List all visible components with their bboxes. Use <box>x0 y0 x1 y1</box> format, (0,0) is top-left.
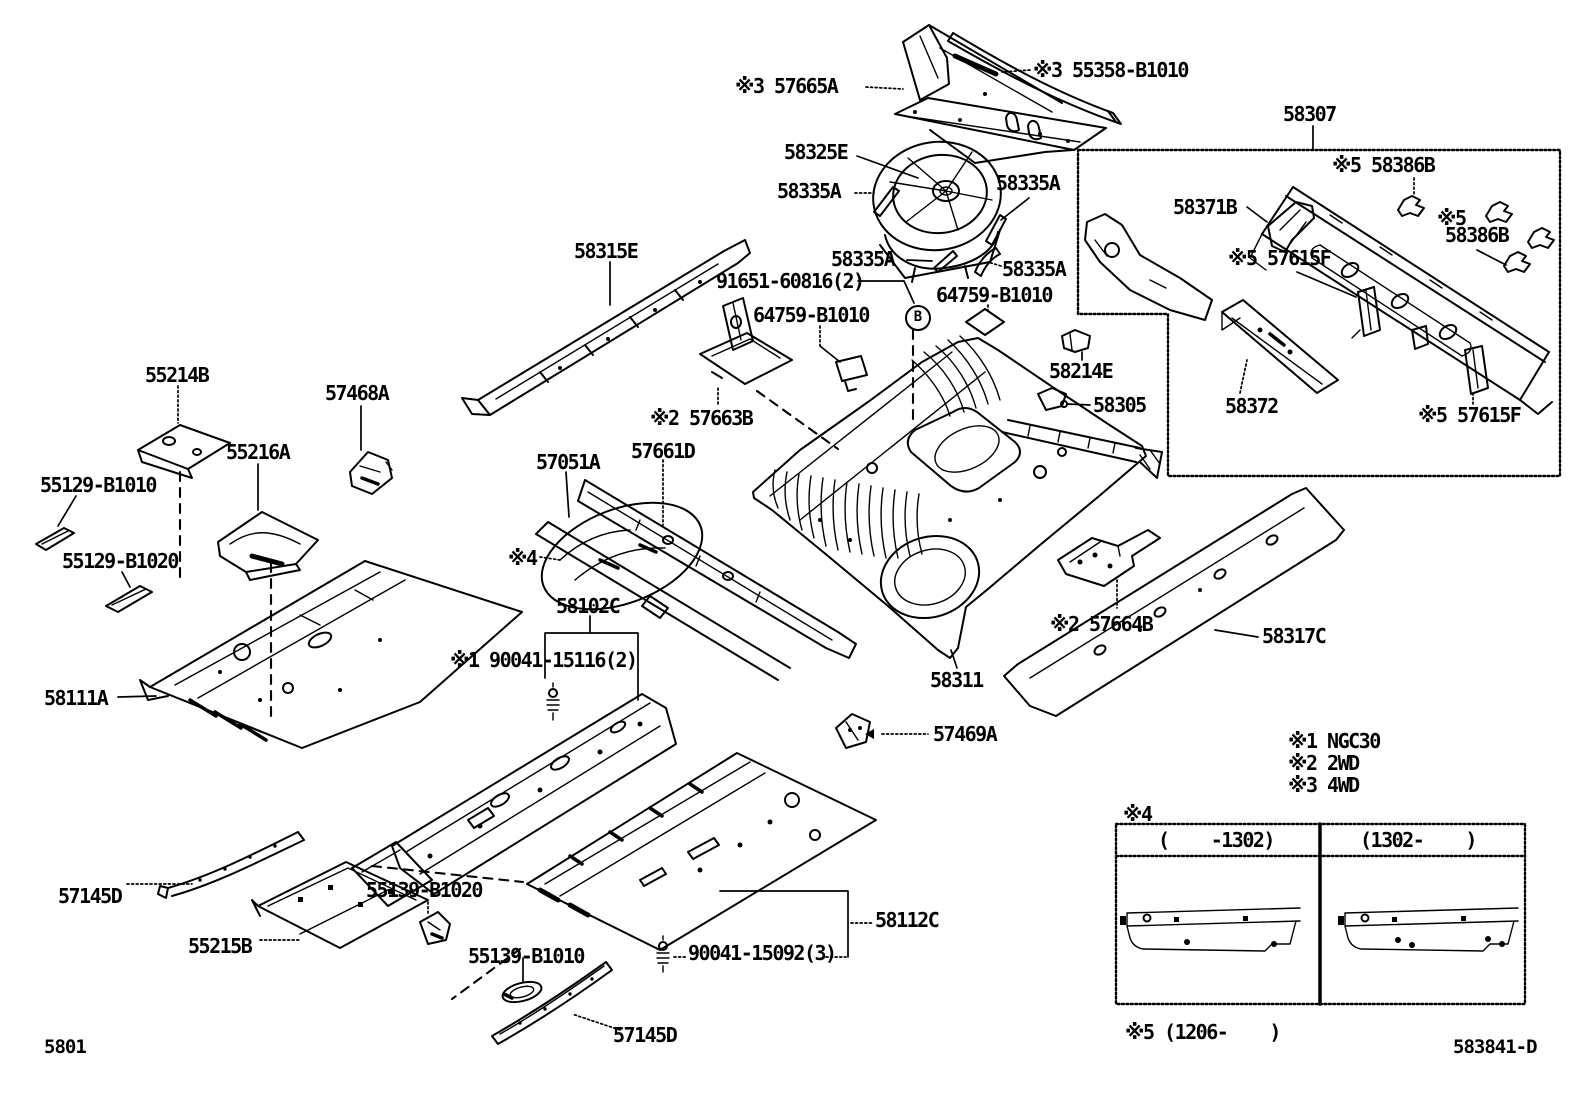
page-code: 5801 <box>44 1036 87 1058</box>
callout-57663B: ※2 57663B <box>650 406 754 430</box>
callout-64759-B1010-1: 64759-B1010 <box>753 303 870 327</box>
rear-floor-pan-drawing <box>752 335 1163 659</box>
callout-57664B: ※2 57664B <box>1050 612 1154 636</box>
sill-strips-drawing <box>157 831 613 1045</box>
bracket-57663B-drawing <box>699 297 793 385</box>
quarter-rail-58317C-drawing <box>1003 487 1345 717</box>
callout-55215B: 55215B <box>188 934 253 958</box>
callout-58307: 58307 <box>1283 102 1337 126</box>
left-brackets-drawing <box>35 424 393 613</box>
callout-57468A: 57468A <box>325 381 390 405</box>
callout-55129-B1010: 55129-B1010 <box>40 473 157 497</box>
legend-note-5: ※5 (1206- ) <box>1125 1020 1281 1044</box>
cross-member-drawing <box>535 479 857 681</box>
callout-57615F-1: ※5 57615F <box>1228 246 1332 270</box>
callout-58112C: 58112C <box>875 908 940 932</box>
callout-90041-15092: 90041-15092(3) <box>688 941 837 965</box>
callout-57615F-2: ※5 57615F <box>1418 403 1522 427</box>
callout-58102C: 58102C <box>556 594 621 618</box>
front-floor-pan-drawing <box>139 560 523 749</box>
callout-58372: 58372 <box>1225 394 1279 418</box>
cowl-panel-drawing <box>894 24 1122 164</box>
callout-57145D-2: 57145D <box>613 1023 678 1047</box>
bracket-57664B-drawing <box>1057 529 1161 587</box>
callout-64759-B1010-2: 64759-B1010 <box>936 283 1053 307</box>
callout-ref5: ※5 <box>1437 206 1467 230</box>
small-bottom-parts-drawing <box>419 713 874 1004</box>
detail-box-58307 <box>1076 148 1562 478</box>
variant-column-early: ( -1302) <box>1158 828 1275 852</box>
callout-55216A: 55216A <box>226 440 291 464</box>
callout-90041-15116: ※1 90041-15116(2) <box>450 648 638 672</box>
callout-55358-B1010: ※3 55358-B1010 <box>1033 58 1189 82</box>
callout-57145D-1: 57145D <box>58 884 123 908</box>
callout-58335A-1: 58335A <box>777 179 842 203</box>
callout-58386B-1: ※5 58386B <box>1332 153 1436 177</box>
callout-58335A-4: 58335A <box>1002 257 1067 281</box>
rear-floor-side-member-drawing <box>461 239 751 416</box>
variant-column-late: (1302- ) <box>1360 828 1477 852</box>
floor-reinforcement-drawing <box>351 693 677 907</box>
callout-55129-B1020: 55129-B1020 <box>62 549 179 573</box>
leader-lines <box>57 69 1507 1031</box>
callout-58311: 58311 <box>930 668 984 692</box>
front-floor-pan-rh-drawing <box>526 752 877 951</box>
legend-note-3: ※3 4WD <box>1288 773 1360 797</box>
variant-table-frame <box>1114 822 1527 1006</box>
callout-55214B: 55214B <box>145 363 210 387</box>
callout-57469A: 57469A <box>933 722 998 746</box>
callout-57051A: 57051A <box>536 450 601 474</box>
callout-58315E: 58315E <box>574 239 639 263</box>
callout-55139-B1020: 55139-B1020 <box>366 878 483 902</box>
callout-57665A: ※3 57665A <box>735 74 839 98</box>
callout-58317C: 58317C <box>1262 624 1327 648</box>
screw-glyphs <box>546 682 670 973</box>
callout-58111A: 58111A <box>44 686 109 710</box>
legend-note-1: ※1 NGC30 <box>1288 729 1381 753</box>
callout-58335A-2: 58335A <box>996 171 1061 195</box>
callout-58371B: 58371B <box>1173 195 1238 219</box>
variant-table-ref: ※4 <box>1123 802 1153 826</box>
callout-58325E: 58325E <box>784 140 849 164</box>
callout-58305: 58305 <box>1093 393 1147 417</box>
callout-58335A-3: 58335A <box>831 247 896 271</box>
callout-55139-B1010: 55139-B1010 <box>468 944 585 968</box>
legend-note-2: ※2 2WD <box>1288 751 1360 775</box>
assembly-dash-lines <box>178 328 915 1001</box>
callout-58386B-2: 58386B <box>1445 223 1510 247</box>
small-plates-drawing <box>835 308 1005 392</box>
panel-55215B-drawing <box>251 861 429 949</box>
figure-code: 583841-D <box>1453 1036 1538 1058</box>
callout-57661D: 57661D <box>631 439 696 463</box>
callout-ref4: ※4 <box>508 546 538 570</box>
seal-strips-drawing <box>873 186 1007 277</box>
callout-58214E: 58214E <box>1049 359 1114 383</box>
balloon-b: B <box>905 305 931 331</box>
wheel-well-drawing <box>872 140 1002 283</box>
callout-91651-60816: 91651-60816(2) <box>716 269 865 293</box>
